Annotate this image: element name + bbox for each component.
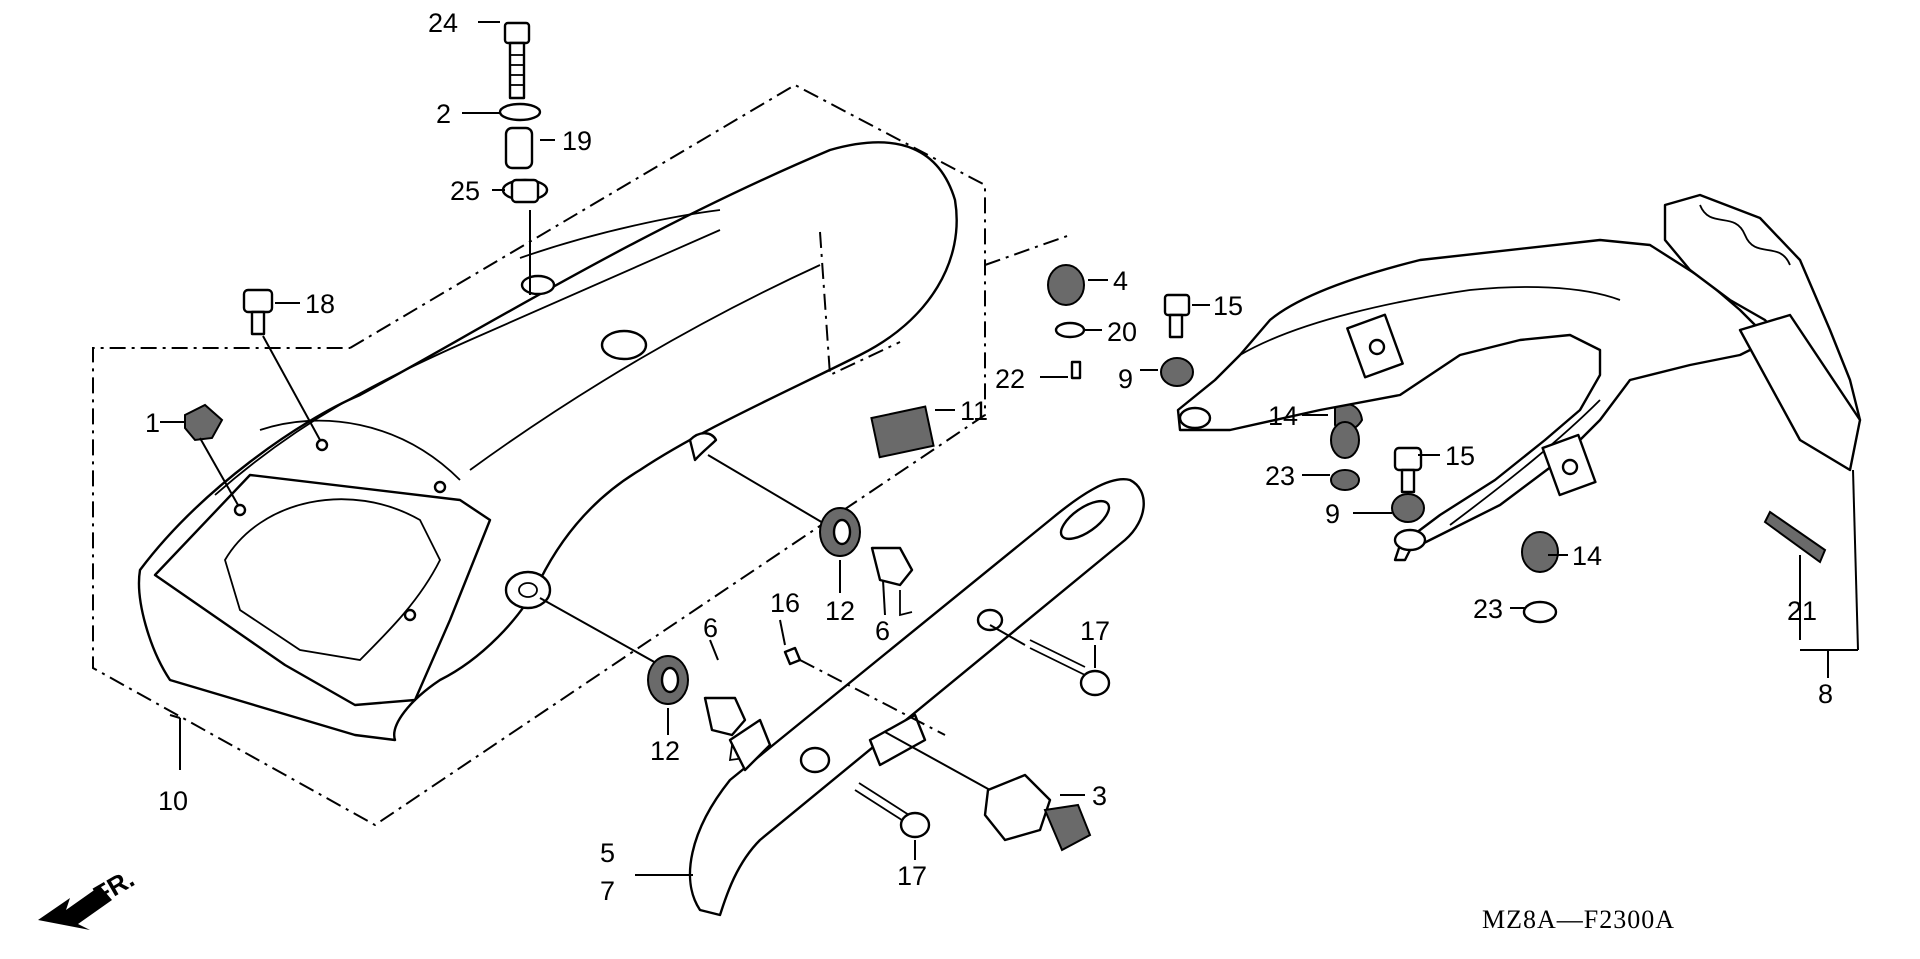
callout-1: 1: [145, 408, 160, 438]
grab-rail: [688, 478, 1145, 917]
emblem-pad: [870, 405, 935, 459]
diagram-code: MZ8A—F2300A: [1482, 905, 1675, 934]
rubber-mounts: [1047, 264, 1559, 624]
callout-6b: 6: [875, 616, 890, 646]
callout-11: 11: [960, 396, 988, 426]
front-direction-arrow: FR.: [38, 863, 139, 930]
callout-15a: 15: [1213, 291, 1243, 321]
callout-23a: 23: [1265, 461, 1295, 491]
callout-5: 5: [600, 838, 615, 868]
seat-lock: [884, 731, 1092, 852]
callout-25: 25: [450, 176, 480, 206]
callout-18: 18: [305, 289, 335, 319]
callout-17b: 17: [897, 861, 927, 891]
callout-3: 3: [1092, 781, 1107, 811]
callout-21: 21: [1787, 596, 1817, 626]
rear-fender: [137, 141, 958, 742]
callout-2: 2: [436, 99, 451, 129]
callout-4: 4: [1113, 266, 1128, 296]
callout-14a: 14: [1268, 401, 1298, 431]
top-bolt-stack: [498, 21, 549, 295]
mount-rubber-lower: [539, 597, 747, 762]
callout-19: 19: [562, 126, 592, 156]
callout-24: 24: [428, 8, 458, 38]
callout-leaders: [160, 21, 1568, 876]
callout-6a: 6: [703, 613, 718, 643]
reflector-tube: [1763, 510, 1827, 640]
fender-group-outline: [92, 83, 1071, 827]
callout-12a: 12: [825, 596, 855, 626]
callout-17a: 17: [1080, 616, 1110, 646]
callout-10: 10: [158, 786, 188, 816]
callout-8: 8: [1818, 679, 1833, 709]
bolts-16-17: [783, 624, 1111, 839]
callout-15b: 15: [1445, 441, 1475, 471]
callout-labels: 24 2 19 25 18 1 4 20 22 9 15 11 14 23 15…: [145, 8, 1833, 906]
callout-23b: 23: [1473, 594, 1503, 624]
callout-16: 16: [770, 588, 800, 618]
callout-14b: 14: [1572, 541, 1602, 571]
callout-7: 7: [600, 876, 615, 906]
callout-9b: 9: [1325, 499, 1340, 529]
mount-rubber-upper: [707, 454, 914, 617]
callout-12b: 12: [650, 736, 680, 766]
callout-20: 20: [1107, 317, 1137, 347]
callout-9a: 9: [1118, 364, 1133, 394]
callout-22: 22: [995, 364, 1025, 394]
clip-and-bolt-18: [184, 288, 321, 506]
rear-bracket: [1176, 193, 1862, 678]
